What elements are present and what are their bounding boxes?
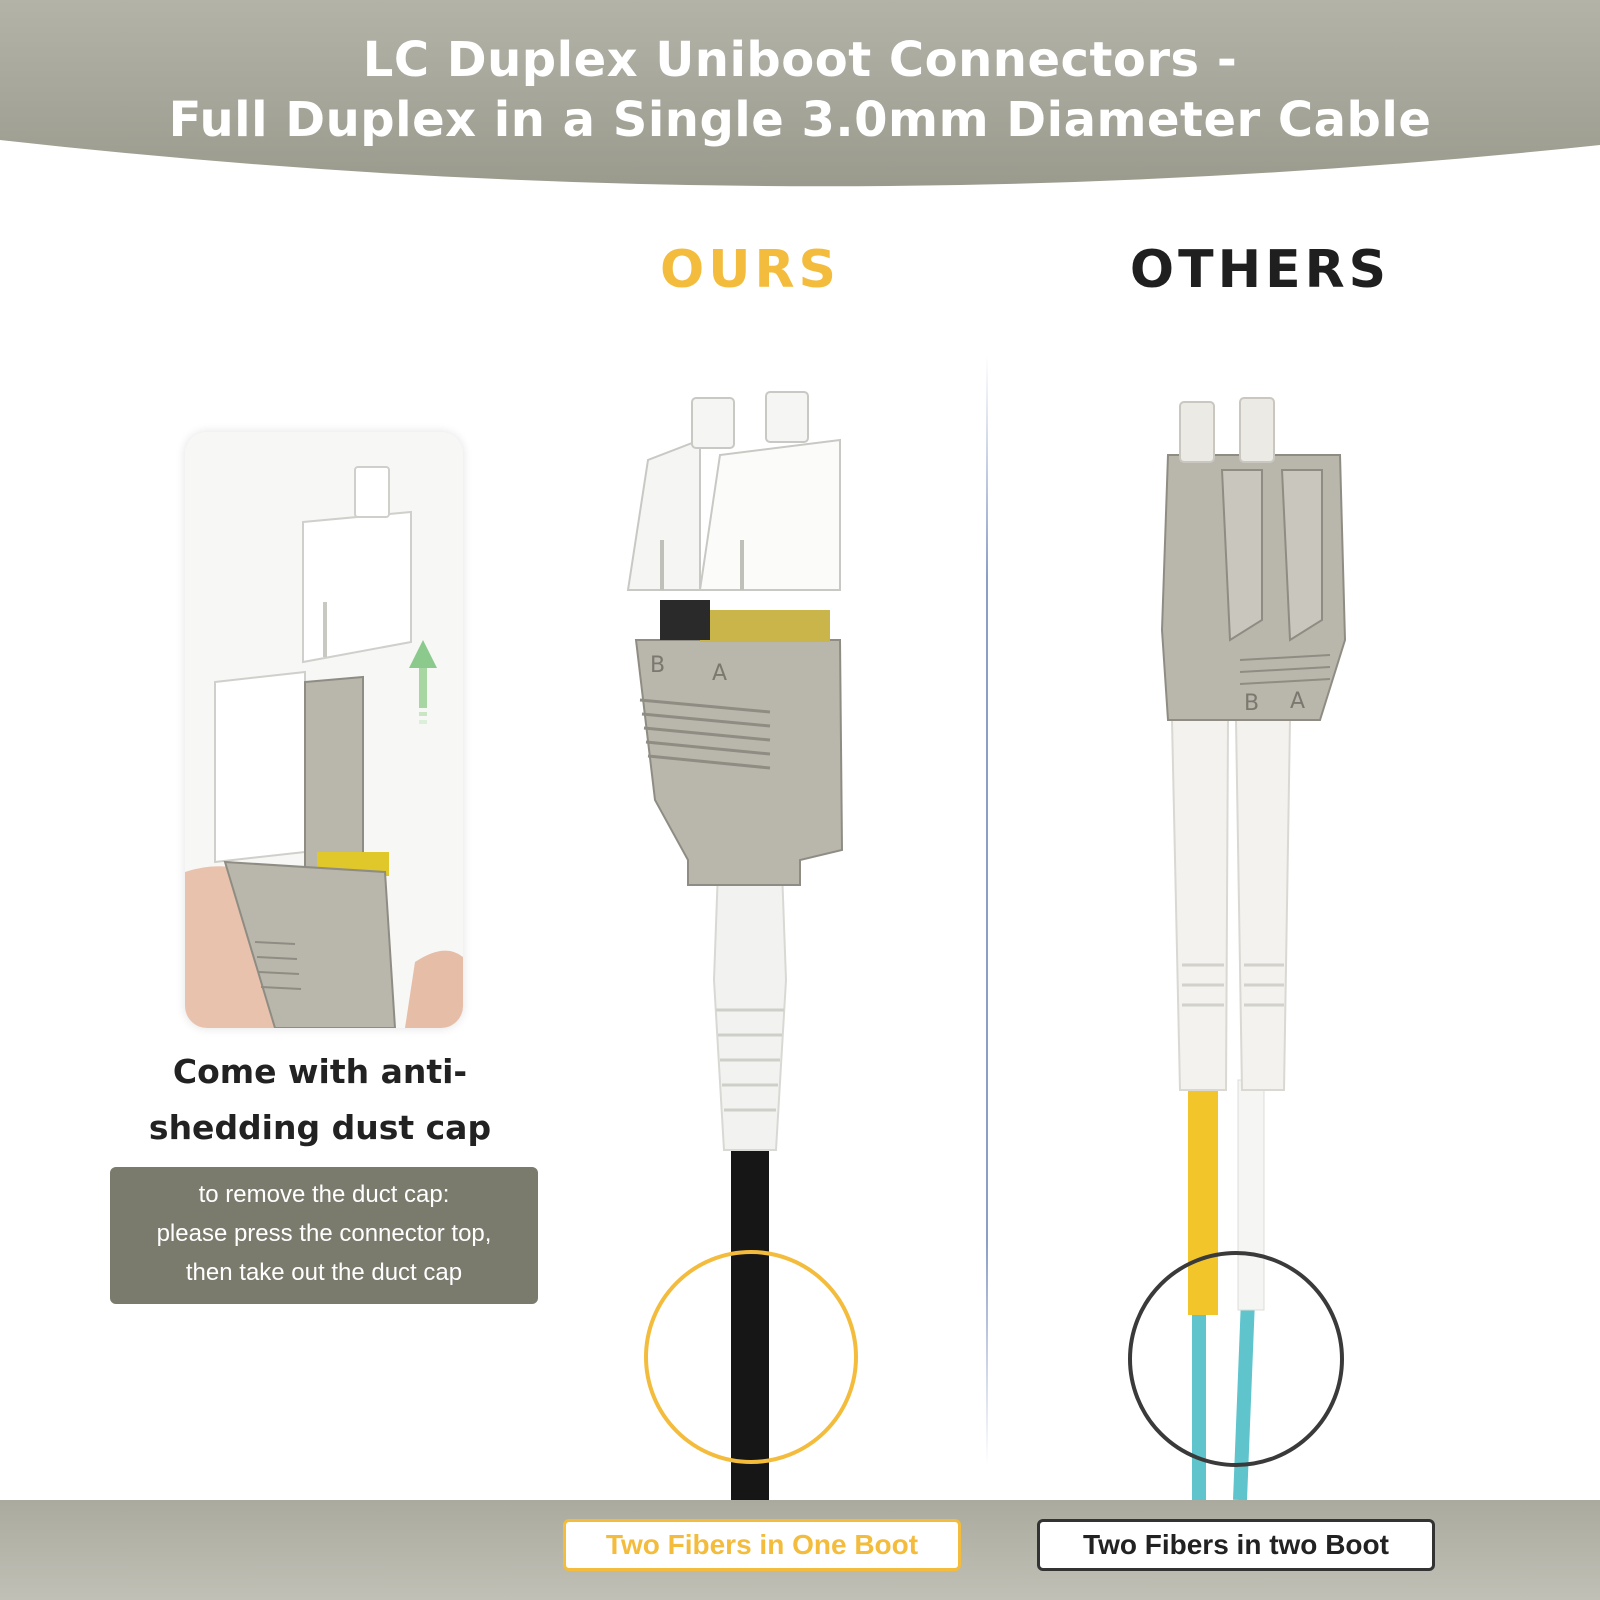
title-line-2: Full Duplex in a Single 3.0mm Diameter C… — [168, 92, 1432, 148]
others-white-jacket — [1237, 1079, 1265, 1311]
others-label-a: A — [1290, 689, 1305, 714]
inset-caption-line-1: Come with anti- — [172, 1052, 468, 1091]
ours-black-cable — [731, 1140, 769, 1500]
others-latch-left — [1220, 469, 1263, 642]
ours-label: OURS — [660, 240, 840, 300]
lifted-dust-cap — [302, 510, 412, 664]
ours-label-a: A — [712, 661, 727, 686]
others-boot-right — [1234, 719, 1292, 1091]
others-duplex-connector: B A — [1128, 397, 1347, 1501]
ours-grip-ridges — [639, 698, 771, 770]
ours-ferrule-cap-right — [765, 391, 809, 443]
ours-boot-ribs — [716, 1008, 784, 1112]
ours-gray-housing — [634, 639, 844, 886]
instruction-line-1: to remove the duct cap: — [198, 1181, 450, 1208]
others-boot-badge: Two Fibers in two Boot — [1037, 1519, 1435, 1571]
ours-ferrule-cap-left — [691, 397, 735, 449]
instruction-line-3: then take out the duct cap — [185, 1259, 463, 1286]
dust-cap-instructions: to remove the duct cap: please press the… — [110, 1167, 538, 1304]
others-yellow-jacket — [1188, 1080, 1218, 1315]
ours-label-b: B — [650, 653, 665, 678]
ours-yellow-band — [700, 610, 830, 642]
others-latch-right — [1280, 469, 1323, 642]
inset-caption-line-2: shedding dust cap — [148, 1108, 492, 1147]
others-label: OTHERS — [1129, 240, 1391, 300]
ours-uniboot-connector: B A — [626, 391, 858, 1500]
others-ferrule-right — [1239, 397, 1275, 463]
dust-cap-inset — [185, 432, 463, 1028]
dust-cap-illustration — [185, 432, 463, 1028]
others-highlight-circle — [1128, 1251, 1344, 1467]
others-label-b: B — [1244, 691, 1259, 716]
ours-boot-badge: Two Fibers in One Boot — [563, 1519, 961, 1571]
others-ferrule-left — [1179, 401, 1215, 463]
title-line-1: LC Duplex Uniboot Connectors - — [362, 32, 1238, 88]
banner-shape — [0, 0, 1600, 187]
ours-highlight-circle — [644, 1250, 858, 1464]
instruction-line-2: please press the connector top, — [156, 1220, 492, 1247]
others-aqua-fiber-right — [1233, 1299, 1255, 1501]
ours-dark-gap — [660, 600, 710, 640]
column-divider — [986, 355, 988, 1465]
up-arrow-icon — [409, 640, 437, 724]
others-boot-left — [1170, 719, 1230, 1091]
seated-dust-cap — [214, 670, 306, 864]
title-banner: LC Duplex Uniboot Connectors - Full Dupl… — [0, 0, 1600, 200]
ours-white-latch — [698, 438, 841, 591]
